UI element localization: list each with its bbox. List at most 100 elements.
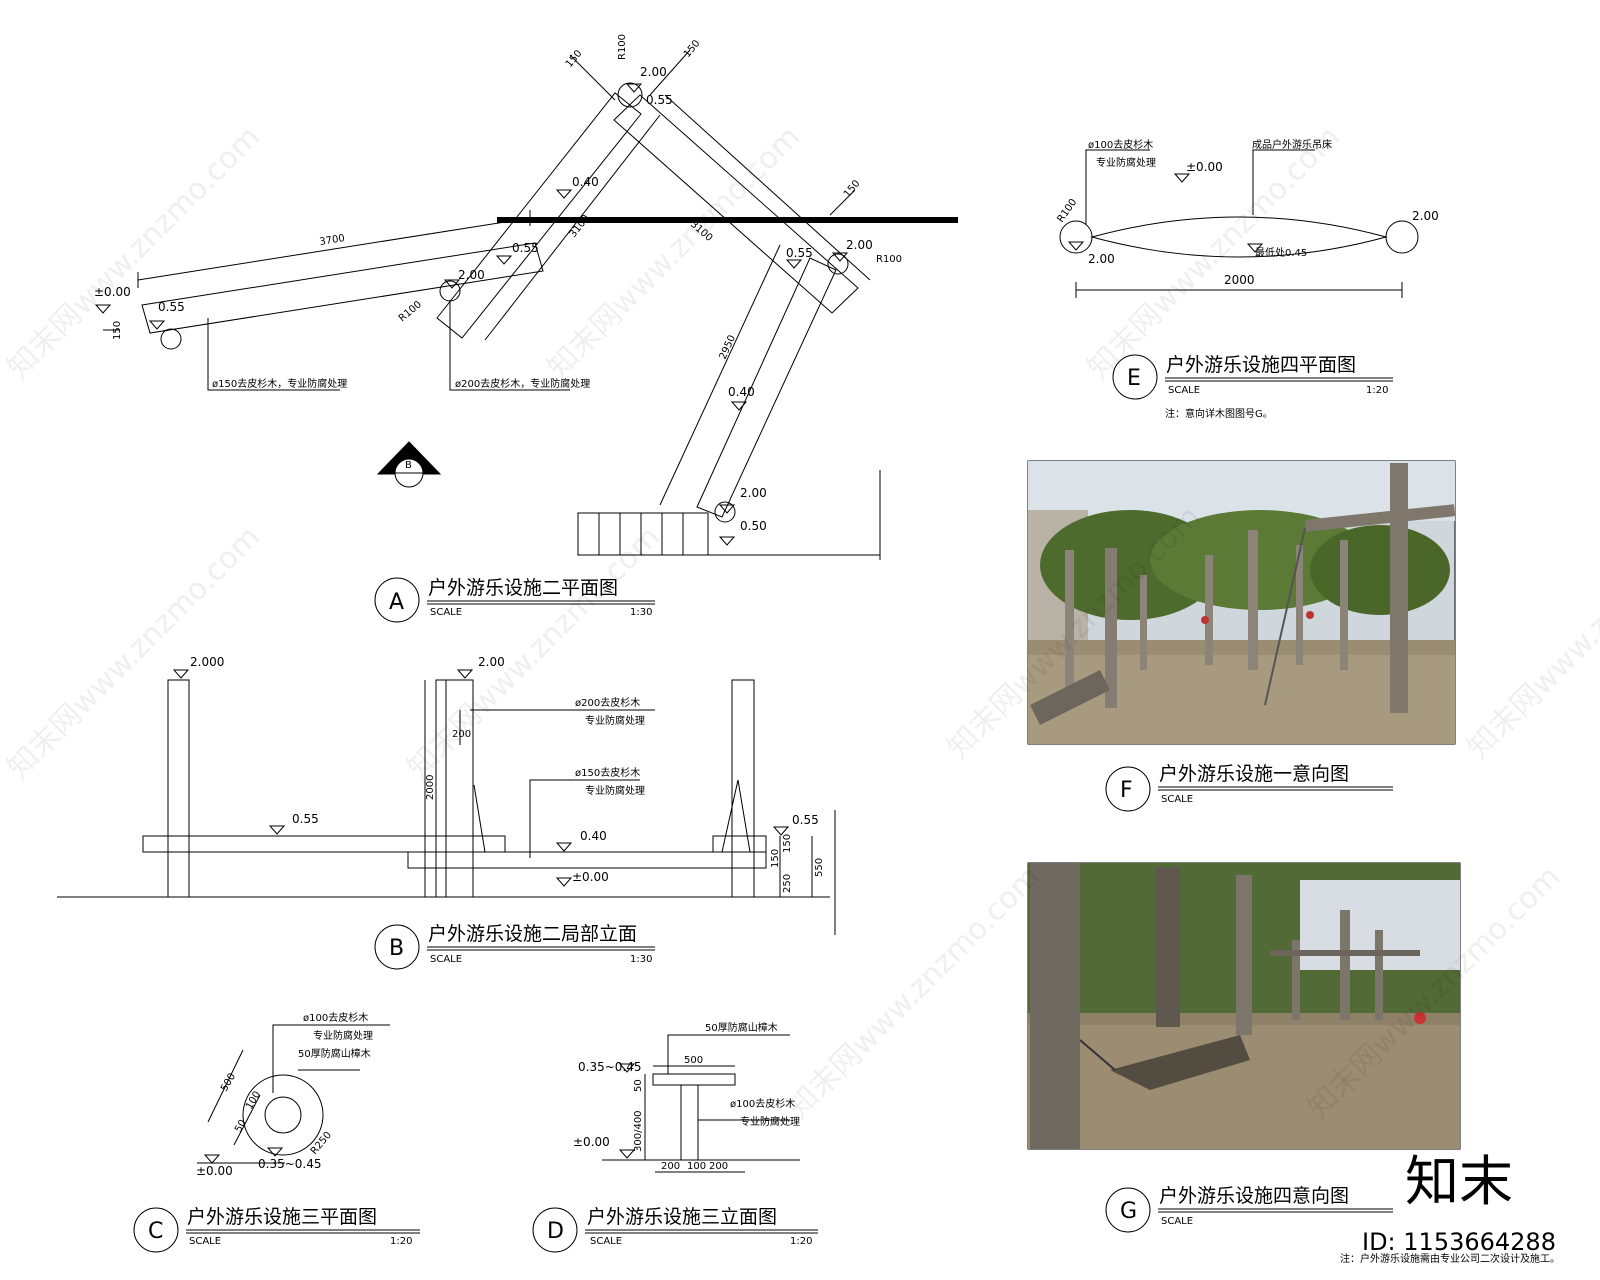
- note-text: 专业防腐处理: [1096, 156, 1156, 169]
- image-id: ID: 1153664288: [1362, 1228, 1556, 1256]
- drawing-e: [1059, 149, 1419, 400]
- level-mark: [625, 83, 643, 93]
- drawing-d-text: 50厚防腐山樟木 ø100去皮杉木 专业防腐处理 500 50 300/400 …: [547, 1021, 812, 1247]
- dim-text: R100: [397, 299, 424, 324]
- drawing-letter: C: [148, 1219, 163, 1244]
- level-mark: [618, 1063, 636, 1073]
- dim-line: [569, 54, 616, 101]
- post-circle: [160, 328, 182, 350]
- post-circle: [1059, 220, 1093, 254]
- dim-text: 200: [452, 729, 471, 740]
- drawing-title: 户外游乐设施四平面图: [1166, 354, 1356, 376]
- scale-value: 1:20: [790, 1236, 812, 1247]
- level-text: 0.40: [580, 829, 607, 843]
- scale-label: SCALE: [430, 607, 462, 618]
- dim-line: [233, 1094, 261, 1146]
- level-mark: [148, 320, 166, 330]
- note-text: ø200去皮杉木，专业防腐处理: [455, 377, 590, 390]
- section-marker-label: B: [405, 460, 412, 471]
- dim-line: [137, 217, 531, 281]
- photo-log: [1340, 910, 1350, 1020]
- level-mark: [1173, 173, 1191, 183]
- note-text: ø100去皮杉木: [303, 1011, 368, 1024]
- leader-line: [529, 779, 640, 858]
- level-text: 2.000: [190, 655, 224, 669]
- dim-text: 150: [770, 849, 781, 868]
- photo-child: [1414, 1012, 1426, 1024]
- drawing-title: 户外游乐设施二局部立面: [428, 923, 637, 945]
- dim-text: 250: [782, 874, 793, 893]
- dim-line: [829, 189, 856, 216]
- level-text: 2.00: [740, 486, 767, 500]
- level-text: ±0.00: [94, 285, 131, 299]
- seat-post: [680, 1084, 699, 1161]
- watermark-text: 知末网www.znzmo.com: [401, 519, 667, 785]
- leader-line: [1085, 149, 1150, 225]
- title-circle-b: [374, 924, 420, 970]
- dim-text: 200: [709, 1161, 728, 1172]
- dim-text: 500: [219, 1071, 238, 1093]
- level-mark: [555, 842, 573, 852]
- hammock-outline: [1090, 216, 1388, 258]
- title-circle-g: [1105, 1187, 1151, 1233]
- drawing-c: [133, 1024, 420, 1253]
- level-mark: [555, 877, 573, 887]
- dim-text: 2950: [718, 333, 738, 361]
- level-text: ±0.00: [1186, 160, 1223, 174]
- level-mark: [1067, 241, 1085, 251]
- level-text: 0.55: [646, 93, 673, 107]
- dim-text: 500: [684, 1055, 703, 1066]
- note-text: 专业防腐处理: [585, 714, 645, 727]
- photo-rope: [1079, 1039, 1116, 1071]
- photo-net-hammock: [1110, 1035, 1250, 1090]
- level-mark: [718, 504, 736, 514]
- drawing-a-text: 3700 3100 3100 2950 150 150 150 150 R100…: [94, 34, 902, 618]
- photo-log: [1065, 550, 1074, 690]
- brand-logo: 知末: [1405, 1150, 1513, 1213]
- scale-label: SCALE: [430, 954, 462, 965]
- note-text: 专业防腐处理: [740, 1115, 800, 1128]
- drawing-letter: G: [1120, 1199, 1137, 1224]
- level-mark: [94, 304, 112, 314]
- level-mark: [555, 189, 573, 199]
- drawing-title: 户外游乐设施四意向图: [1159, 1185, 1349, 1207]
- level-mark: [785, 259, 803, 269]
- dim-line: [207, 1049, 244, 1123]
- dim-text: 50: [633, 1079, 644, 1092]
- photo-f: [1027, 460, 1456, 745]
- level-text: 2.00: [458, 268, 485, 282]
- seat-outer: [242, 1074, 324, 1156]
- scale-value: 1:30: [630, 954, 652, 965]
- leader-line: [667, 1034, 790, 1074]
- beam-end: [712, 835, 767, 853]
- level-text: 2.00: [1088, 252, 1115, 266]
- stair: [577, 512, 709, 556]
- beam-040: [407, 851, 767, 869]
- dim-text: R100: [876, 254, 902, 265]
- dim-text: R250: [309, 1130, 334, 1157]
- photo-log: [1390, 463, 1408, 713]
- photo-rope: [1264, 527, 1306, 706]
- photo-child: [1201, 616, 1209, 624]
- photo-log: [1340, 540, 1348, 670]
- scale-value: 1:20: [390, 1236, 412, 1247]
- leader-line: [207, 318, 340, 391]
- drawing-letter: D: [547, 1219, 564, 1244]
- level-text: 0.55: [786, 246, 813, 260]
- title-circle-a: [374, 577, 420, 623]
- level-mark: [730, 401, 748, 411]
- dim-text: 150: [782, 834, 793, 853]
- drawing-title: 户外游乐设施三立面图: [587, 1206, 777, 1228]
- drawing-c-text: ø100去皮杉木 专业防腐处理 50厚防腐山樟木 500 100 50 R250…: [148, 1011, 412, 1247]
- note-text: ø150去皮杉木，专业防腐处理: [212, 377, 347, 390]
- level-text: 0.50: [740, 519, 767, 533]
- note-text: 专业防腐处理: [313, 1029, 373, 1042]
- level-mark: [1246, 243, 1264, 253]
- post-circle: [617, 82, 643, 108]
- note-text: 成品户外游乐吊床: [1252, 138, 1332, 151]
- watermark-text: 知末网www.znzmo.com: [1461, 499, 1600, 765]
- leader-line: [1252, 149, 1315, 215]
- level-mark: [172, 669, 190, 679]
- seat-top: [652, 1073, 736, 1086]
